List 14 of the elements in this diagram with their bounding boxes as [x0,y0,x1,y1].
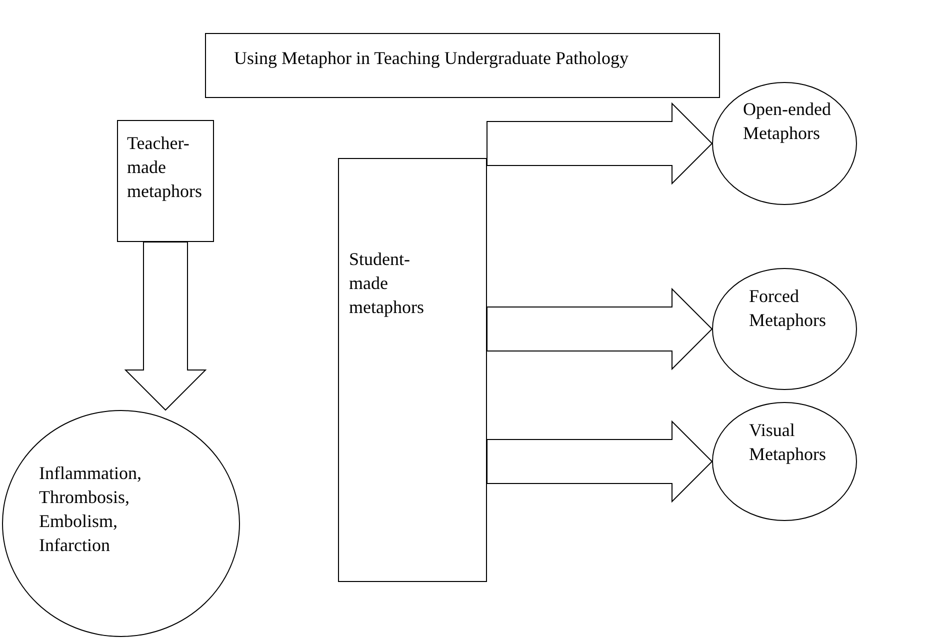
block-arrow [486,420,713,503]
node-text: Student- made metaphors [349,248,425,319]
node-text: Teacher- made metaphors [127,132,203,203]
block-arrow [486,288,713,370]
node-text: Visual Metaphors [749,419,827,466]
block-arrow [486,102,713,185]
text-box [117,120,214,242]
node-text: Open-ended Metaphors [743,98,832,145]
text-box [338,158,487,582]
node-text: Inflammation, Thrombosis, Embolism, Infarction [39,462,142,557]
node-text: Using Metaphor in Teaching Undergraduate Pathology [234,47,628,70]
block-arrow [124,242,207,411]
node-text: Forced Metaphors [749,285,827,332]
text-box [205,33,720,98]
